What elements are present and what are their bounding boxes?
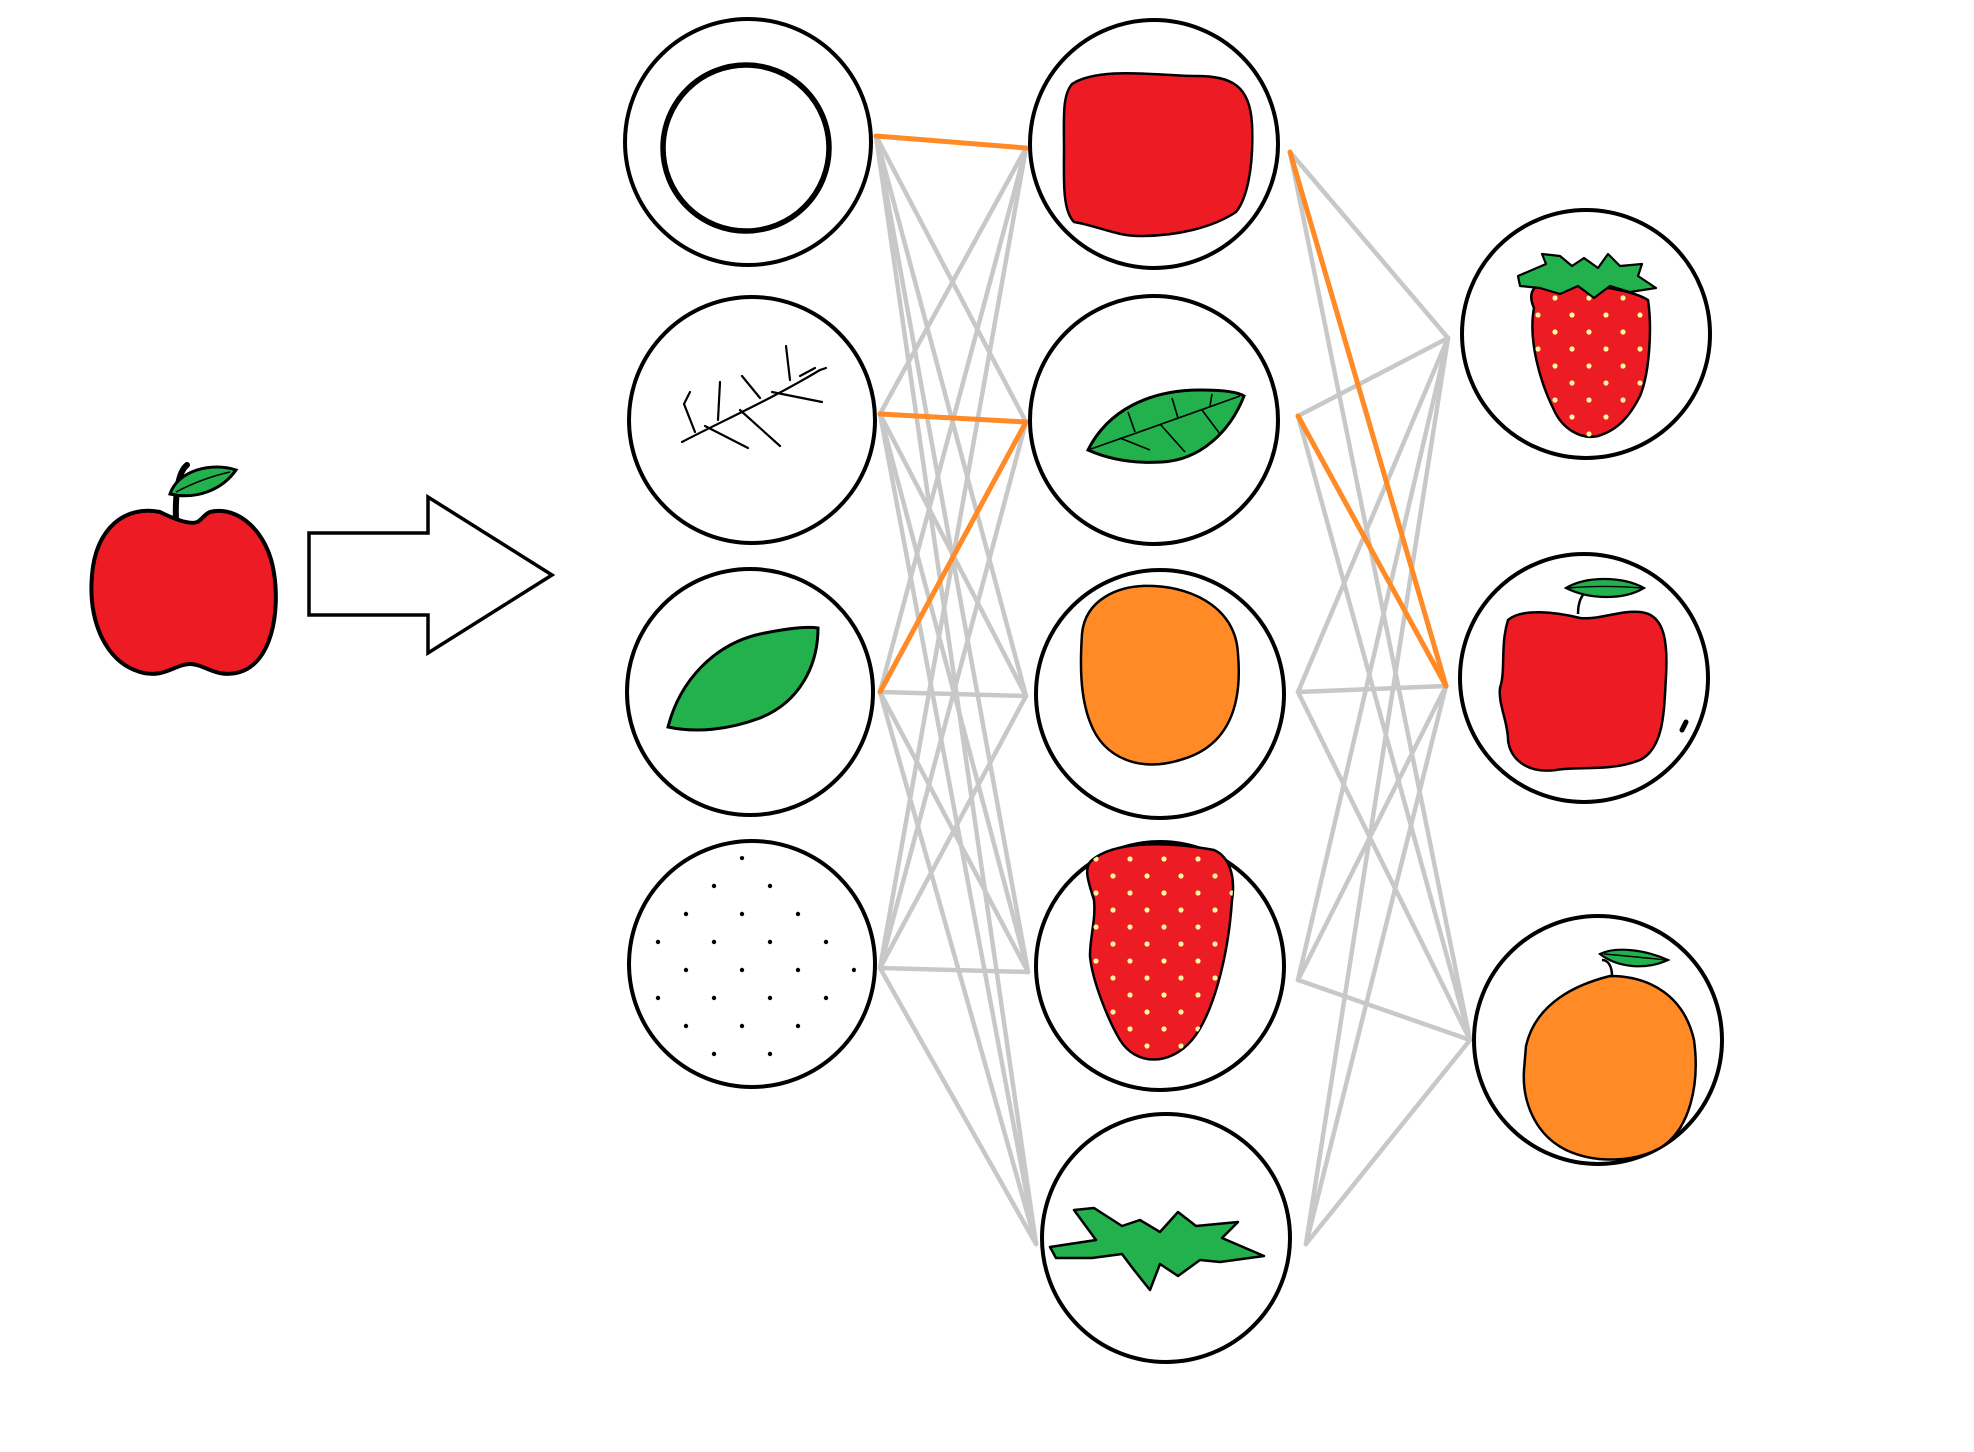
edge-red-body-to-orange xyxy=(1287,149,1473,1043)
sepal-icon xyxy=(1048,1206,1266,1292)
apple-icon xyxy=(89,462,278,676)
edge-orange-body-to-strawberry xyxy=(1295,335,1451,695)
orange-circle-icon xyxy=(1079,584,1241,766)
active-edge-round-shape-to-red-body xyxy=(873,133,1029,151)
veined-leaf-icon xyxy=(1085,388,1246,464)
edge-branch-to-red-body xyxy=(877,145,1029,417)
red-blob-icon xyxy=(1062,72,1254,238)
edge-strawberry-top-to-orange xyxy=(1303,1037,1473,1247)
edge-dotted-texture-to-strawberry-top xyxy=(877,965,1039,1247)
edge-strawberry-top-to-apple xyxy=(1303,683,1449,1247)
active-edge-red-body-to-apple xyxy=(1287,149,1449,689)
edge-round-shape-to-leaf-with-veins xyxy=(873,133,1029,425)
edge-branch-to-strawberry-top xyxy=(877,411,1039,1247)
edge-dotted-texture-to-orange-body xyxy=(877,693,1029,971)
active-edge-branch-to-leaf-with-veins xyxy=(877,411,1029,425)
edge-leaf-with-veins-to-orange xyxy=(1295,413,1473,1043)
orange-fruit-icon xyxy=(1522,948,1697,1161)
active-connections xyxy=(873,133,1449,695)
right-arrow-icon xyxy=(307,493,556,657)
branch-icon xyxy=(680,344,828,450)
edge-dotted-texture-to-strawberry-body xyxy=(877,965,1031,975)
apple-output-icon xyxy=(1498,577,1689,772)
ring-icon xyxy=(660,62,832,234)
strawberry-body-icon xyxy=(1085,843,1235,1061)
strawberry-icon xyxy=(1516,252,1658,439)
edge-strawberry-body-to-orange xyxy=(1295,977,1473,1043)
edge-leaf-with-veins-to-strawberry xyxy=(1295,335,1451,419)
edge-orange-body-to-apple xyxy=(1295,683,1449,695)
edge-red-body-to-strawberry xyxy=(1287,149,1451,341)
dots-icon xyxy=(640,856,856,1072)
active-edge-leaf-with-veins-to-apple xyxy=(1295,413,1449,689)
edge-strawberry-body-to-strawberry xyxy=(1295,335,1451,983)
edge-strawberry-top-to-strawberry xyxy=(1303,335,1451,1247)
edge-orange-body-to-orange xyxy=(1295,689,1473,1043)
active-edge-green-leaf-to-leaf-with-veins xyxy=(877,419,1029,695)
edge-dotted-texture-to-leaf-with-veins xyxy=(877,419,1029,971)
leaf-icon xyxy=(666,625,820,732)
